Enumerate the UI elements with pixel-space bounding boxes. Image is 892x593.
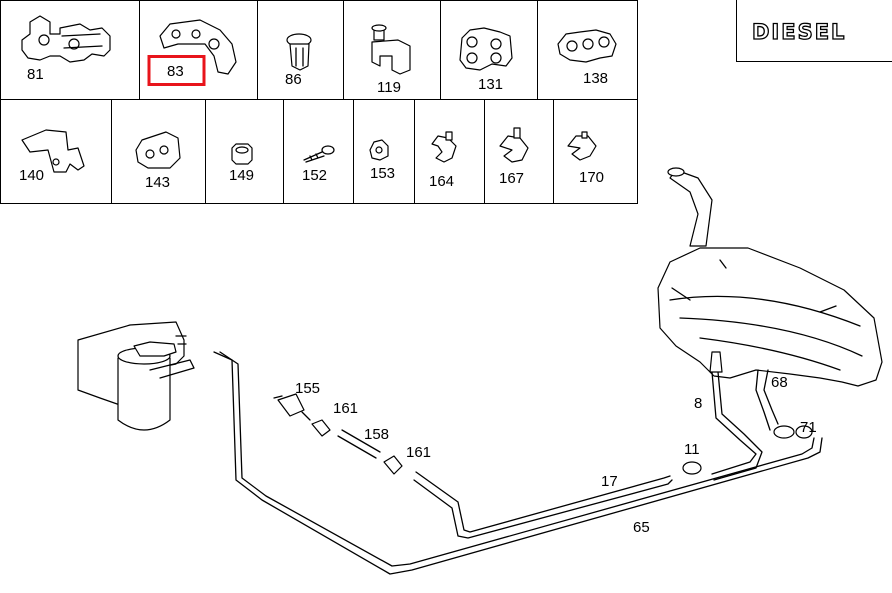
callout-17: 17 — [601, 473, 618, 490]
fuel-tank — [657, 167, 883, 387]
parts-table-grid — [0, 0, 638, 204]
screw-icon — [303, 145, 335, 163]
callout-68: 68 — [771, 374, 788, 391]
label-83[interactable]: 83 — [167, 63, 184, 80]
label-86: 86 — [285, 71, 302, 88]
label-164: 164 — [429, 173, 454, 190]
label-152: 152 — [302, 167, 327, 184]
label-131: 131 — [478, 76, 503, 93]
label-149: 149 — [229, 167, 254, 184]
nut-icon — [369, 139, 389, 161]
hose-clamp-icon — [567, 131, 597, 161]
label-119: 119 — [377, 79, 401, 96]
part-83-highlight-box — [147, 55, 206, 86]
four-pipe-clip-icon — [459, 27, 513, 71]
label-167: 167 — [499, 170, 524, 187]
fuel-filter-housing — [77, 321, 195, 431]
label-138: 138 — [583, 70, 608, 87]
label-143: 143 — [145, 174, 170, 191]
label-170: 170 — [579, 169, 604, 186]
callout-8: 8 — [694, 395, 702, 412]
label-140: 140 — [19, 167, 44, 184]
callout-71: 71 — [800, 419, 817, 436]
diesel-badge-text: DIESEL — [752, 20, 846, 44]
callout-155: 155 — [295, 380, 320, 397]
label-81: 81 — [27, 66, 44, 83]
pipe-holder-bracket-icon[interactable] — [159, 19, 237, 75]
dual-pipe-clip-icon — [21, 15, 111, 63]
hose-clamp-icon — [499, 127, 529, 163]
spacer-sleeve-icon — [231, 143, 253, 165]
bracket-with-bolt-icon — [371, 24, 411, 75]
fuel-lines — [213, 351, 823, 575]
callout-161-a: 161 — [333, 400, 358, 417]
label-153: 153 — [370, 165, 395, 182]
mounting-bracket-icon — [21, 129, 85, 173]
callout-11: 11 — [684, 441, 700, 458]
callout-161-b: 161 — [406, 444, 431, 461]
callout-158: 158 — [364, 426, 389, 443]
hose-clamp-icon — [431, 131, 457, 163]
callout-65: 65 — [633, 519, 650, 536]
three-pipe-clip-icon — [557, 29, 617, 63]
diagram-callouts: 155 161 158 161 8 68 71 11 17 65 — [295, 374, 817, 536]
parts-table-labels: 81 83 86 119 131 138 140 143 149 152 153… — [19, 63, 608, 191]
expansion-rivet-icon — [286, 33, 312, 71]
diesel-badge: DIESEL — [736, 0, 892, 62]
rubber-grommet-icon — [135, 131, 181, 169]
